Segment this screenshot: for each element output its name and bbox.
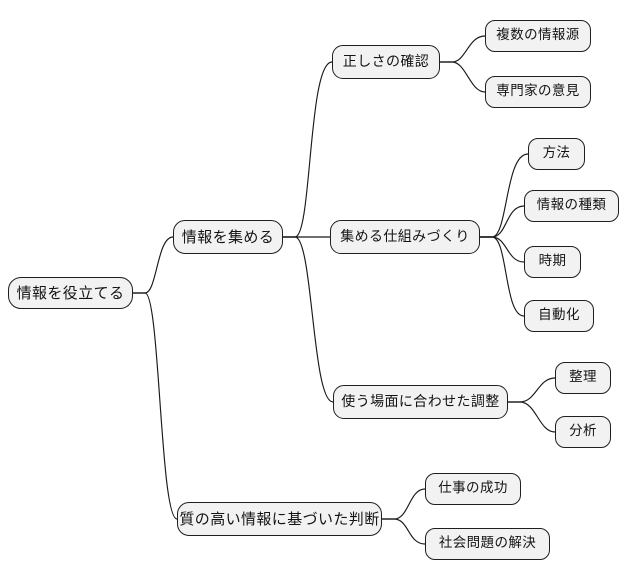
mindmap-node-system[interactable]: 集める仕組みづくり (330, 220, 480, 254)
node-label: 情報を役立てる (16, 283, 125, 302)
edge-root-to-judge (133, 292, 178, 520)
edge-adjust-to-analyze (508, 401, 556, 433)
edge-system-to-automate (480, 236, 525, 317)
node-label: 仕事の成功 (438, 480, 508, 497)
edge-gather-to-adjust (283, 236, 334, 403)
edge-root-to-gather (133, 236, 174, 294)
node-label: 社会問題の解決 (438, 535, 537, 552)
mindmap-node-automate[interactable]: 自動化 (524, 300, 594, 332)
node-label: 情報の種類 (536, 197, 607, 214)
node-label: 方法 (542, 145, 571, 162)
edge-verify-to-sources (440, 35, 486, 63)
mindmap-node-adjust[interactable]: 使う場面に合わせた調整 (333, 385, 508, 419)
mindmap-node-social[interactable]: 社会問題の解決 (425, 528, 550, 560)
mindmap-node-experts[interactable]: 専門家の意見 (485, 76, 591, 108)
node-label: 質の高い情報に基づいた判断 (179, 509, 380, 528)
node-label: 情報を集める (181, 227, 275, 246)
node-label: 集める仕組みづくり (340, 229, 470, 245)
edge-system-to-method (480, 153, 529, 238)
node-label: 分析 (569, 423, 597, 440)
mindmap-node-method[interactable]: 方法 (528, 138, 585, 170)
mindmap-node-worksucc[interactable]: 仕事の成功 (425, 473, 521, 505)
edge-judge-to-social (382, 518, 426, 545)
mindmap-node-gather[interactable]: 情報を集める (173, 220, 283, 254)
edge-gather-to-verify (283, 61, 333, 238)
mindmap-node-judge[interactable]: 質の高い情報に基づいた判断 (177, 502, 382, 536)
mindmap-node-timing[interactable]: 時期 (524, 246, 581, 278)
node-label: 整理 (569, 369, 597, 386)
mindmap-node-infotype[interactable]: 情報の種類 (524, 190, 619, 222)
mindmap-node-sources[interactable]: 複数の情報源 (485, 20, 591, 52)
node-label: 自動化 (538, 307, 580, 324)
edge-system-to-timing (480, 236, 525, 263)
mindmap-node-analyze[interactable]: 分析 (555, 416, 611, 448)
node-label: 時期 (538, 253, 567, 270)
mindmap-node-organize[interactable]: 整理 (555, 362, 611, 394)
edge-verify-to-experts (440, 61, 486, 93)
node-label: 複数の情報源 (496, 27, 580, 44)
mindmap-node-verify[interactable]: 正しさの確認 (332, 45, 440, 79)
edge-adjust-to-organize (508, 377, 556, 403)
mindmap-root-node[interactable]: 情報を役立てる (8, 277, 133, 309)
node-label: 正しさの確認 (342, 54, 430, 70)
edge-judge-to-worksucc (382, 488, 426, 520)
node-label: 使う場面に合わせた調整 (341, 394, 500, 410)
node-label: 専門家の意見 (496, 83, 580, 100)
